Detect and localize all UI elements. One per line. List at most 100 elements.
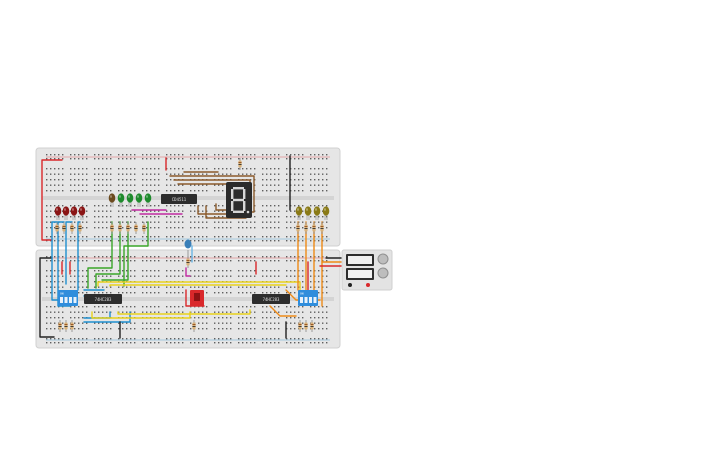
breadboard-hole (102, 275, 104, 277)
led[interactable] (78, 206, 86, 220)
led[interactable] (313, 206, 321, 220)
breadboard-hole (130, 306, 132, 308)
wire-magenta-3[interactable] (185, 267, 191, 277)
seven-segment-display[interactable] (226, 182, 252, 218)
breadboard-hole (246, 322, 248, 324)
chip-74hc283-right[interactable]: 74HC283 (252, 294, 290, 304)
led[interactable] (322, 206, 330, 220)
breadboard-hole (214, 275, 216, 277)
breadboard-hole (286, 306, 288, 308)
resistor[interactable] (312, 222, 316, 234)
breadboard-hole (50, 281, 52, 283)
breadboard-hole (314, 216, 316, 218)
led[interactable] (295, 206, 303, 220)
red-slide-switch[interactable] (190, 290, 204, 306)
wire-green-3[interactable] (101, 221, 129, 281)
wire-yellow-2[interactable] (97, 281, 301, 291)
wire-brown-6[interactable] (215, 203, 231, 211)
resistor[interactable] (296, 222, 300, 234)
wire-black-left[interactable] (39, 257, 55, 338)
resistor[interactable] (304, 222, 308, 234)
resistor[interactable] (192, 320, 196, 332)
dip-switch-right[interactable]: ON (298, 290, 318, 306)
resistor[interactable] (62, 222, 66, 234)
breadboard-hole (230, 173, 232, 175)
wire-green-1[interactable] (87, 221, 113, 289)
breadboard-hole (102, 221, 104, 223)
power-supply-terminal-red[interactable] (366, 283, 370, 287)
breadboard-hole (130, 216, 132, 218)
breadboard-hole (98, 190, 100, 192)
breadboard-hole (154, 342, 156, 344)
breadboard-hole (134, 240, 136, 242)
wire-blue-3[interactable] (65, 221, 73, 285)
chip-cd4511[interactable]: CD4511 (161, 194, 197, 204)
resistor[interactable] (320, 222, 324, 234)
breadboard-hole (134, 270, 136, 272)
chip-74hc283-left[interactable]: 74HC283 (84, 294, 122, 304)
breadboard-hole (110, 173, 112, 175)
wire-yellow-4[interactable] (117, 309, 251, 315)
resistor[interactable] (70, 222, 74, 234)
resistor[interactable] (55, 222, 59, 234)
breadboard-hole (290, 179, 292, 181)
breadboard-hole (238, 256, 240, 258)
led[interactable] (70, 206, 78, 220)
resistor[interactable] (186, 256, 190, 268)
breadboard-hole (142, 184, 144, 186)
wire-yellow-3[interactable] (109, 284, 287, 287)
led[interactable] (126, 193, 134, 207)
wire-brown-4[interactable] (197, 205, 237, 215)
breadboard-hole (134, 275, 136, 277)
breadboard-hole (226, 154, 228, 156)
resistor[interactable] (110, 222, 114, 234)
breadboard-hole (326, 328, 328, 330)
led[interactable] (54, 206, 62, 220)
breadboard-hole (298, 221, 300, 223)
led[interactable] (144, 193, 152, 207)
led[interactable] (304, 206, 312, 220)
breadboard-hole (118, 338, 120, 340)
breadboard-hole (226, 275, 228, 277)
power-supply-module[interactable] (341, 249, 393, 291)
breadboard-hole (86, 292, 88, 294)
breadboard-hole (170, 256, 172, 258)
power-supply-terminal-black[interactable] (348, 283, 352, 287)
wire-blue-4[interactable] (77, 221, 81, 291)
resistor[interactable] (304, 320, 308, 332)
wire-yellow-1[interactable] (91, 311, 191, 319)
breadboard-hole (74, 260, 76, 262)
wire-orange-6[interactable] (269, 305, 297, 317)
resistor[interactable] (118, 222, 122, 234)
led[interactable] (108, 193, 116, 207)
resistor[interactable] (64, 320, 68, 332)
resistor[interactable] (238, 158, 242, 170)
breadboard-hole (274, 322, 276, 324)
breadboard-hole (254, 292, 256, 294)
wire-red-left[interactable] (41, 159, 63, 241)
capacitor[interactable] (184, 239, 192, 259)
led[interactable] (117, 193, 125, 207)
power-supply-knob-bottom[interactable] (377, 267, 389, 279)
breadboard-hole (298, 168, 300, 170)
wire-green-4[interactable] (123, 221, 149, 287)
breadboard-hole (62, 184, 64, 186)
breadboard-hole (322, 158, 324, 160)
resistor[interactable] (310, 320, 314, 332)
power-supply-knob-top[interactable] (377, 253, 389, 265)
led[interactable] (135, 193, 143, 207)
breadboard-hole (310, 270, 312, 272)
wire-blue-8[interactable] (83, 311, 131, 323)
breadboard-hole (310, 311, 312, 313)
resistor[interactable] (126, 222, 130, 234)
dip-switch-left[interactable]: ON (58, 290, 78, 306)
breadboard-hole (218, 154, 220, 156)
resistor[interactable] (78, 222, 82, 234)
resistor[interactable] (134, 222, 138, 234)
resistor[interactable] (70, 320, 74, 332)
resistor[interactable] (298, 320, 302, 332)
resistor[interactable] (58, 320, 62, 332)
resistor[interactable] (142, 222, 146, 234)
led[interactable] (62, 206, 70, 220)
wire-green-2[interactable] (95, 221, 121, 289)
